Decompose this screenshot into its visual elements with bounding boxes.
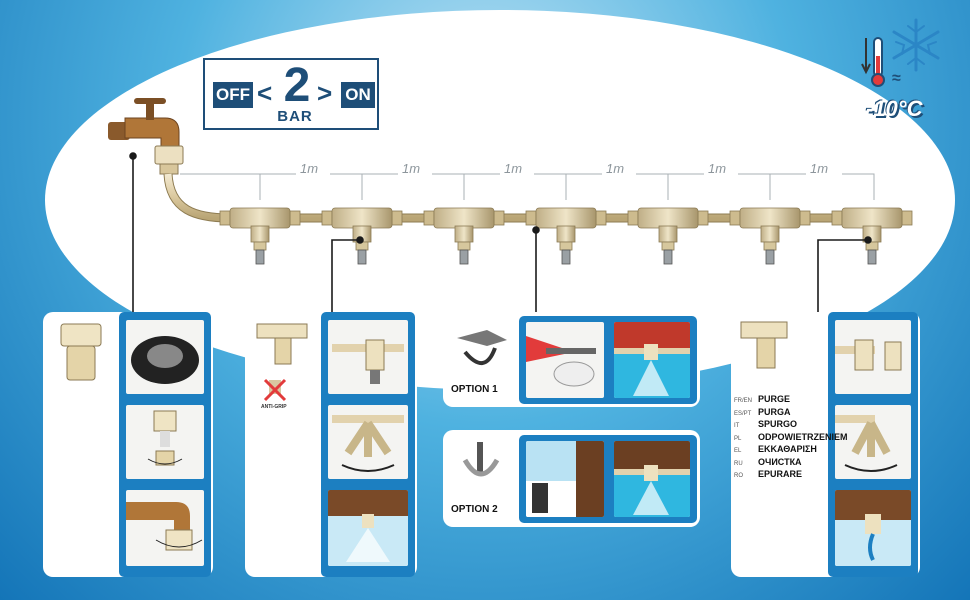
panel-option-2: OPTION 2 <box>443 430 700 527</box>
language-code: FR/EN <box>734 398 752 404</box>
pressure-unit: BAR <box>277 108 313 125</box>
anti-grip-label: ANTI-GRIP <box>261 404 287 410</box>
purge-row: RU ОЧИСТКА <box>734 455 848 468</box>
clip-mounted-image <box>611 319 693 401</box>
option-1-label: OPTION 1 <box>451 384 498 395</box>
purge-row: EL ΕΚΚΑΘΑΡΙΣΗ <box>734 442 848 455</box>
purge-row: RO EPURARE <box>734 467 848 480</box>
language-code: IT <box>734 423 740 429</box>
distance-label: 1m <box>300 161 319 176</box>
screw-on-faucet-image <box>123 487 207 569</box>
purge-word: SPURGO <box>758 419 798 429</box>
clip-install-image <box>523 319 607 401</box>
callout-lines <box>129 152 872 312</box>
option-2-label: OPTION 2 <box>451 504 498 515</box>
panel-faucet-connection <box>43 312 213 577</box>
language-code: EL <box>734 448 742 454</box>
purge-word: PURGE <box>758 394 791 404</box>
snowflake-icon <box>892 18 940 72</box>
tee-nozzle <box>525 207 607 265</box>
dimension-lines <box>180 173 875 200</box>
tee-nozzle <box>729 207 811 265</box>
end-plug-attach-image <box>832 317 914 397</box>
purge-row: PL ODPOWIETRZENIEM <box>734 430 848 443</box>
connector-icon <box>60 323 102 381</box>
greater-than-sign: > <box>317 78 333 108</box>
distance-label: 1m <box>810 161 829 176</box>
pipe-clip-icon <box>457 330 507 365</box>
thermometer-icon <box>861 37 885 87</box>
tee-nozzle <box>423 207 505 265</box>
purge-word: ODPOWIETRZENIEM <box>758 431 848 442</box>
nail-clip-icon <box>462 442 500 477</box>
filter-washer-image <box>123 317 207 397</box>
panel-nozzle-positioning: ANTI-GRIP <box>245 312 417 577</box>
distance-label: 1m <box>402 161 421 176</box>
rotate-nozzle-image <box>325 402 411 482</box>
off-label: OFF <box>213 82 253 108</box>
language-code: ES/PT <box>734 410 752 417</box>
language-code: RO <box>734 473 743 479</box>
purge-row: ES/PT PURGA <box>734 405 848 418</box>
distance-label: 1m <box>606 161 625 176</box>
end-plug-icon <box>740 321 788 369</box>
purge-word: ΕΚΚΑΘΑΡΙΣΗ <box>758 444 817 454</box>
tee-icon <box>256 323 308 365</box>
mist-nozzles <box>219 207 913 265</box>
frost-temperature: -10°C <box>866 96 923 121</box>
faucet <box>108 98 184 175</box>
tee-nozzle <box>321 207 403 265</box>
tee-attach-image <box>325 317 411 397</box>
language-code: RU <box>734 460 743 467</box>
purge-word: ОЧИСТКА <box>758 456 802 467</box>
distance-label: 1m <box>504 161 523 176</box>
mist-spray-image <box>325 487 411 569</box>
connector-assembly-image <box>123 402 207 482</box>
pressure-value: 2 <box>283 59 311 112</box>
approx-sign: ≈ <box>892 70 901 87</box>
purge-row: FR/EN PURGE <box>734 392 848 405</box>
purge-translations: FR/EN PURGE ES/PT PURGA IT SPURGO PL ODPOWIE… <box>734 392 848 480</box>
purge-row: IT SPURGO <box>734 417 848 430</box>
language-code: PL <box>734 435 742 442</box>
purge-word: PURGA <box>758 406 791 417</box>
on-label: ON <box>341 82 375 108</box>
purge-word: EPURARE <box>758 469 803 479</box>
nail-clip-mounted-image <box>611 438 693 520</box>
hammer-install-image <box>523 438 607 520</box>
purge-water-image <box>832 487 914 569</box>
distance-label: 1m <box>708 161 727 176</box>
tee-nozzle <box>627 207 709 265</box>
rotate-end-nozzle-image <box>832 402 914 482</box>
tee-nozzle <box>219 207 301 265</box>
tee-nozzle <box>831 207 913 265</box>
panel-purge <box>731 312 920 577</box>
anti-grip-icon <box>263 378 287 402</box>
pressure-indicator: OFF < 2 > ON BAR <box>203 58 379 130</box>
less-than-sign: < <box>257 78 273 108</box>
panel-option-1: OPTION 1 <box>443 312 700 407</box>
